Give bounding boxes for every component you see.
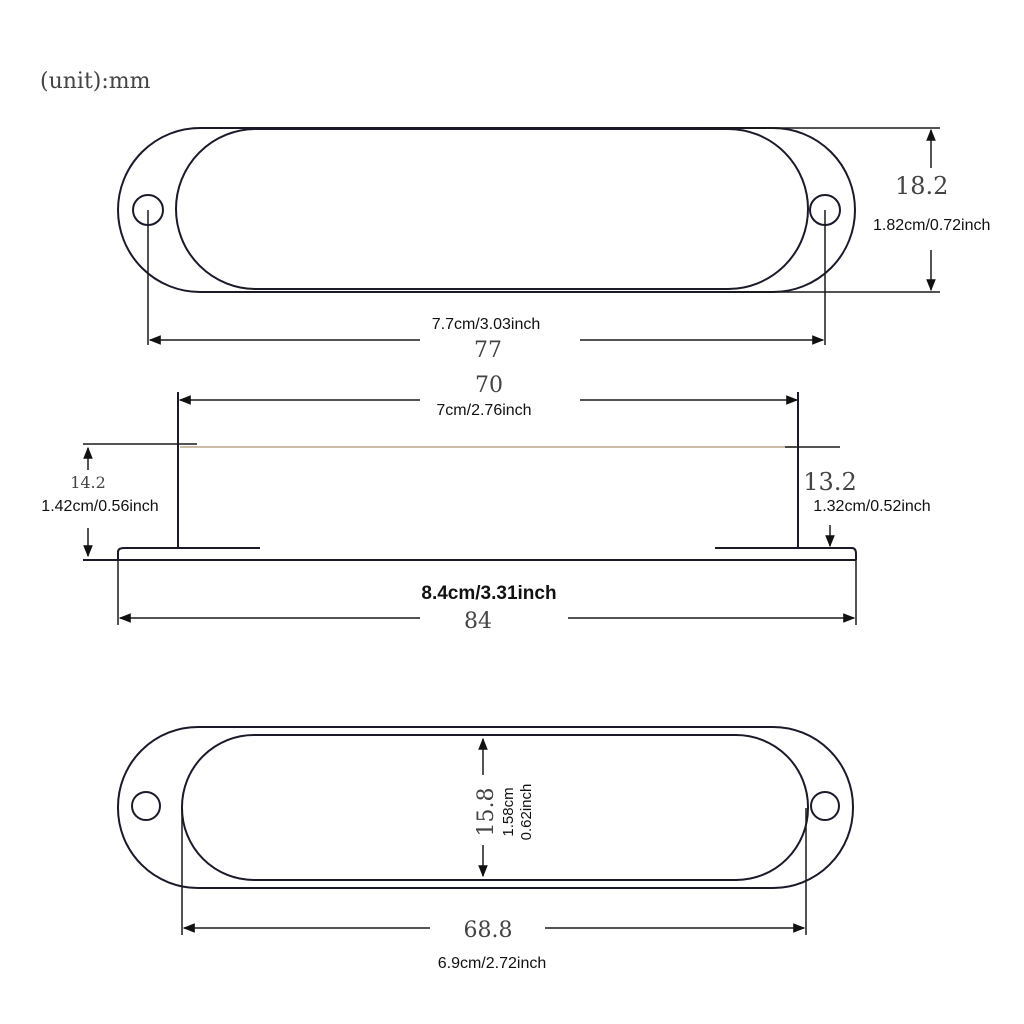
top-cover-outline [175,128,809,290]
top-view: 18.2 1.82cm/0.72inch 7.7cm/3.03inch 77 [117,127,990,363]
base-plate-left [117,547,260,560]
cover-length-mm: 70 [475,373,503,398]
total-height-conv: 1.42cm/0.56inch [41,498,158,515]
top-height-conv: 1.82cm/0.72inch [873,217,990,234]
cover-height-mm: 13.2 [803,468,856,496]
inner-length-mm: 68.8 [464,918,513,943]
base-length-mm: 84 [464,609,492,634]
cover-length-conv: 7cm/2.76inch [436,402,531,419]
mounting-hole-right [810,791,840,821]
hole-span-mm: 77 [474,338,502,363]
hole-span-conv: 7.7cm/3.03inch [432,316,541,333]
bottom-baseplate-outline [117,726,854,889]
inner-width-conv-cm: 1.58cm [500,787,517,836]
bottom-view: 15.8 1.58cm 0.62inch 68.8 6.9cm/2.72inch [117,726,854,972]
top-height-mm: 18.2 [895,172,948,200]
inner-width-mm: 15.8 [474,788,499,837]
inner-length-conv: 6.9cm/2.72inch [438,955,547,972]
mounting-hole-left [131,791,161,821]
side-view: 70 7cm/2.76inch 14.2 1.42cm/0.56inch 13.… [41,373,930,634]
top-baseplate-outline [117,127,856,293]
base-length-conv: 8.4cm/3.31inch [421,583,556,604]
unit-label: (unit):mm [40,69,151,94]
inner-width-conv-inch: 0.62inch [518,784,535,841]
base-plate-right [715,547,857,560]
total-height-mm: 14.2 [70,473,106,492]
cover-height-conv: 1.32cm/0.52inch [813,498,930,515]
bottom-inner-outline [181,734,809,881]
